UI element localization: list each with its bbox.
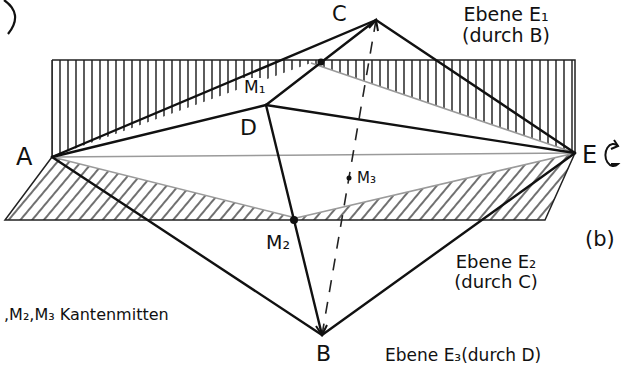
point-label: Ebene E₂ (durch C) — [440, 252, 552, 292]
plane-e2-hatch — [5, 153, 575, 220]
midpoint-dot — [318, 59, 325, 66]
plane-e1-hatch — [52, 60, 575, 157]
point-label: M₁ — [242, 78, 267, 97]
midpoint-dot — [347, 176, 352, 181]
point-label: Ebene E₃(durch D) — [383, 346, 543, 365]
midpoint-dot — [290, 216, 298, 224]
rotation-arrow — [611, 140, 618, 149]
point-label: B — [314, 342, 333, 366]
point-label: E — [580, 142, 599, 168]
point-label: C — [330, 3, 349, 26]
point-label: D — [238, 116, 259, 140]
tetrahedron-edges — [52, 20, 575, 335]
corner-arc — [4, 0, 15, 34]
plane-e1-outline — [51, 60, 53, 157]
vertex-arrow — [316, 325, 327, 335]
point-label: M₂ — [264, 232, 292, 253]
plane-e2-outline — [5, 153, 575, 220]
point-label: A — [14, 144, 34, 170]
point-label: ,M₂,M₃ Kantenmitten — [2, 306, 171, 324]
point-label: (b) — [583, 228, 617, 251]
point-label: M₃ — [355, 170, 378, 187]
point-label: Ebene E₁ (durch B) — [448, 4, 564, 46]
vertex-arrow — [369, 20, 378, 31]
section-lines — [52, 63, 575, 218]
